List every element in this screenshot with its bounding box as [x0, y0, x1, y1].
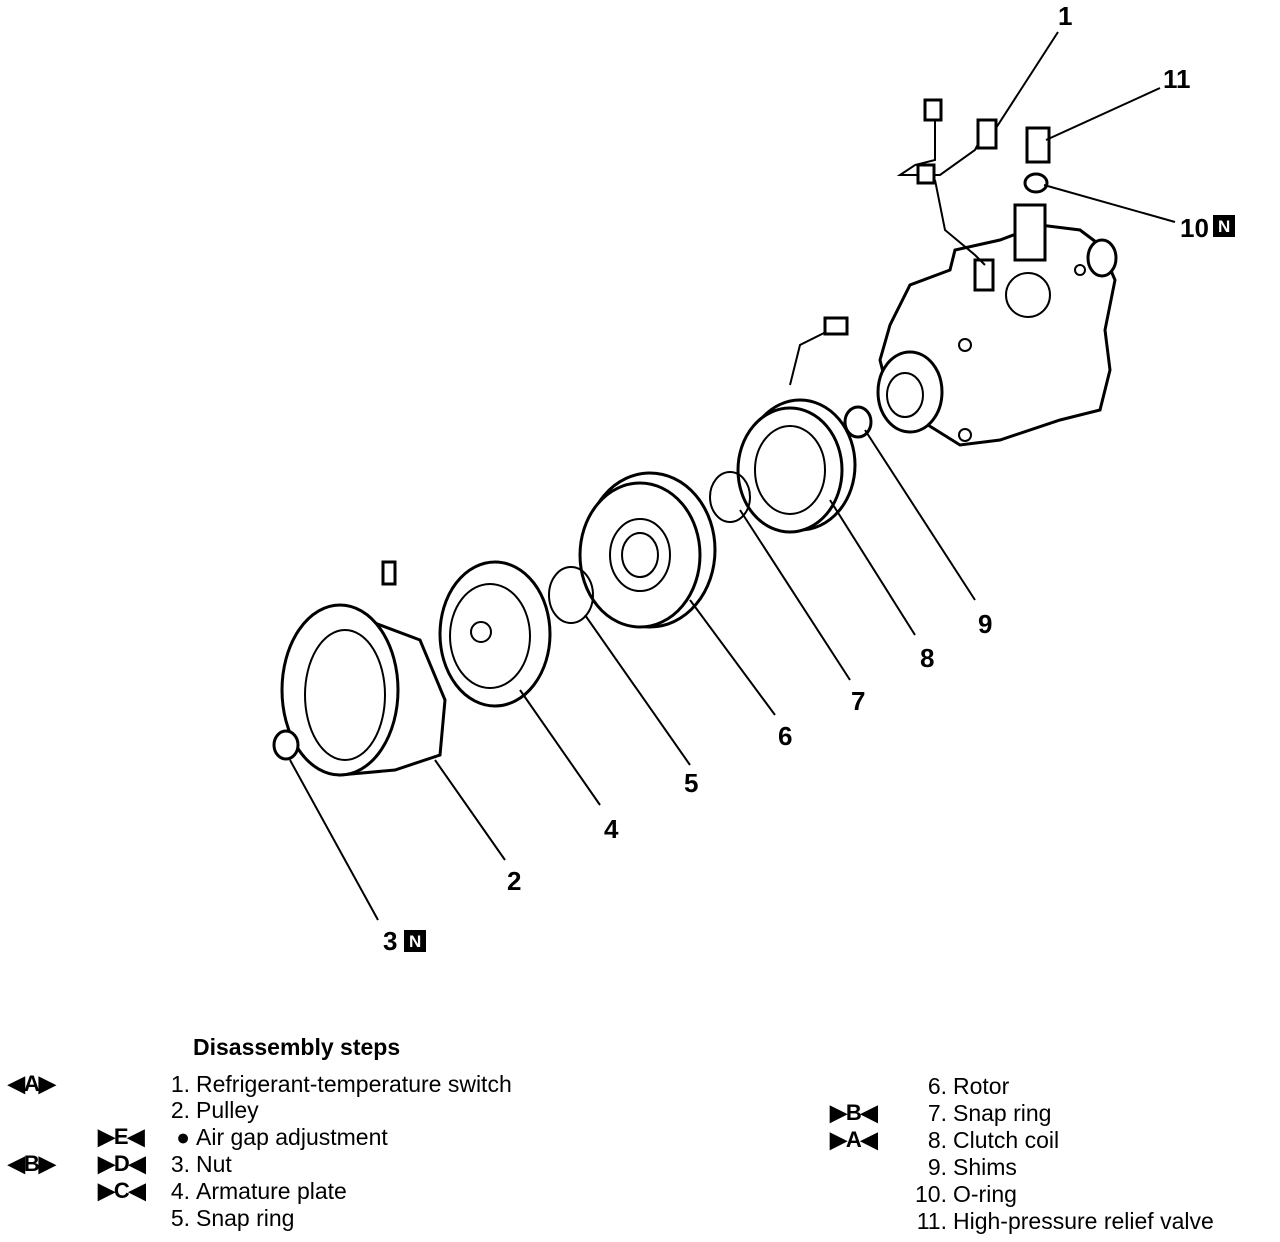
step-3: 3.Nut [170, 1151, 232, 1177]
callout-10: 10 [1180, 213, 1209, 243]
new-part-mark-3 [404, 930, 426, 952]
install-mark-b: ▶B◀ [830, 1100, 878, 1125]
step-7: 7.Snap ring [927, 1100, 1052, 1126]
nut [272, 729, 300, 761]
pulley [280, 603, 447, 777]
callout-7: 7 [851, 686, 865, 716]
removal-mark-b: ◀B▶ [8, 1151, 56, 1176]
new-part-mark-3-letter: N [409, 932, 421, 951]
removal-mark-a: ◀A▶ [8, 1071, 56, 1096]
step-air-gap: ●Air gap adjustment [176, 1124, 388, 1150]
bolt [381, 560, 397, 586]
step-9: 9.Shims [927, 1154, 1017, 1180]
refrigerant-temperature-switch [896, 98, 998, 266]
callout-11: 11 [1163, 64, 1191, 94]
step-6: 6.Rotor [927, 1073, 1010, 1099]
new-part-mark-10 [1213, 215, 1235, 237]
exploded-view-diagram: 1 11 10 N 9 8 7 6 5 4 2 3 N [272, 1, 1235, 956]
step-4: 4.Armature plate [170, 1178, 347, 1204]
step-2: 2.Pulley [170, 1097, 259, 1123]
install-mark-d: ▶D◀ [98, 1151, 146, 1176]
high-pressure-relief-valve [1023, 126, 1051, 194]
callout-5: 5 [684, 768, 698, 798]
rotor [578, 471, 717, 629]
callout-1: 1 [1058, 1, 1072, 31]
snap-ring-5 [548, 566, 594, 624]
step-1: 1.Refrigerant-temperature switch [170, 1071, 512, 1097]
step-8: 8.Clutch coil [927, 1127, 1060, 1153]
snap-ring-7 [709, 471, 751, 523]
callout-6: 6 [778, 721, 792, 751]
armature-plate [438, 560, 552, 708]
callout-8: 8 [920, 643, 934, 673]
install-mark-a: ▶A◀ [830, 1127, 878, 1152]
step-5: 5.Snap ring [170, 1205, 295, 1231]
callout-3: 3 [383, 926, 397, 956]
new-part-mark-10-letter: N [1218, 217, 1230, 236]
disassembly-steps-title: Disassembly steps [193, 1034, 401, 1060]
leader-lines [289, 31, 1176, 921]
compressor-body [876, 203, 1118, 447]
install-mark-c: ▶C◀ [98, 1178, 146, 1203]
callout-4: 4 [604, 814, 619, 844]
step-11: 11.High-pressure relief valve [916, 1208, 1214, 1234]
shims [843, 405, 873, 439]
callout-9: 9 [978, 609, 992, 639]
clutch-coil [736, 316, 857, 534]
step-10: 10.O-ring [915, 1181, 1017, 1207]
install-mark-e: ▶E◀ [98, 1124, 145, 1149]
callout-2: 2 [507, 866, 521, 896]
